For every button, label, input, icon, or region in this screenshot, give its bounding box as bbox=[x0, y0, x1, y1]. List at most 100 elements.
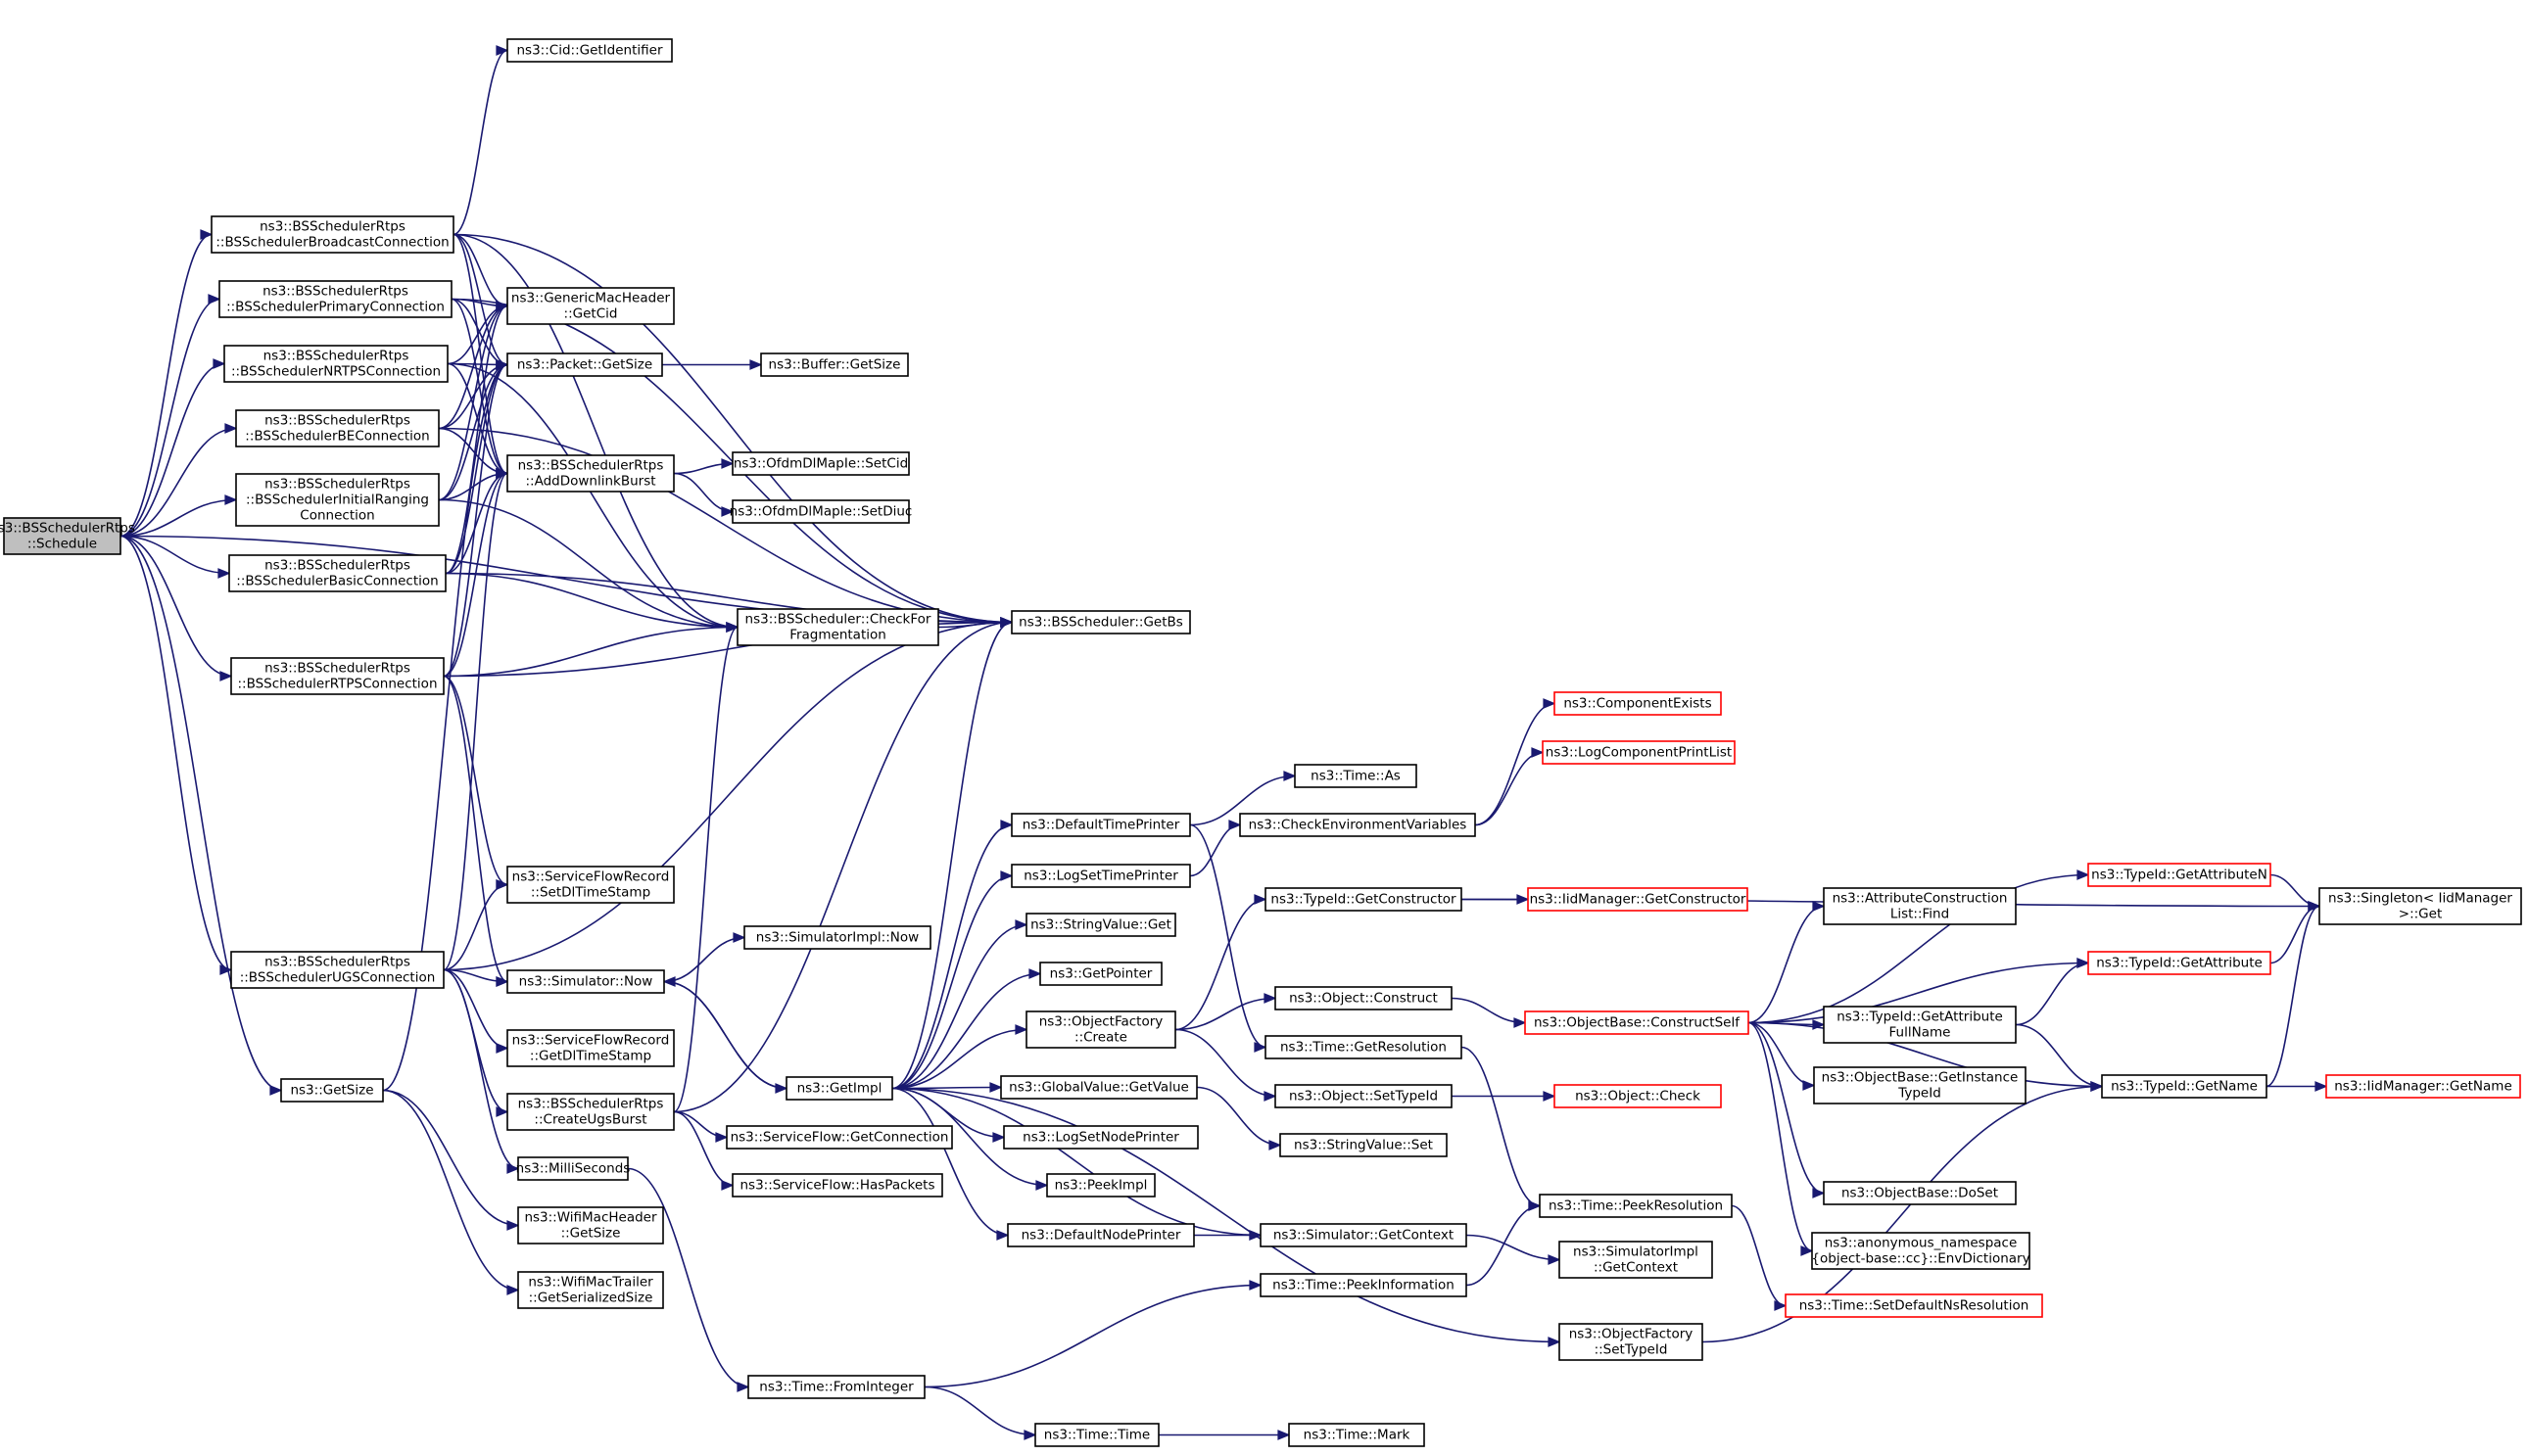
node-label-tidga-line-0: ns3::TypeId::GetAttribute bbox=[2096, 956, 2263, 971]
node-cid[interactable]: ns3::Cid::GetIdentifier bbox=[506, 38, 673, 63]
node-tgetres[interactable]: ns3::Time::GetResolution bbox=[1264, 1035, 1462, 1059]
node-cub[interactable]: ns3::BSSchedulerRtps::CreateUgsBurst bbox=[506, 1093, 675, 1131]
node-ofsettid[interactable]: ns3::ObjectFactory::SetTypeId bbox=[1558, 1323, 1703, 1361]
node-sfrget[interactable]: ns3::ServiceFlowRecord::GetDlTimeStamp bbox=[506, 1029, 675, 1067]
node-box-simgetctx bbox=[1260, 1223, 1467, 1247]
node-anonenv[interactable]: ns3::anonymous_namespace{object-base::cc… bbox=[1811, 1232, 2030, 1270]
node-box-obgit bbox=[1813, 1066, 2027, 1104]
node-schedule[interactable]: ns3::BSSchedulerRtps::Schedule bbox=[0, 517, 135, 555]
node-gmh[interactable]: ns3::GenericMacHeader::GetCid bbox=[506, 287, 675, 325]
node-simimplctx[interactable]: ns3::SimulatorImpl::GetContext bbox=[1558, 1241, 1713, 1279]
node-compexists[interactable]: ns3::ComponentExists bbox=[1553, 691, 1722, 716]
node-tpeekres[interactable]: ns3::Time::PeekResolution bbox=[1539, 1194, 1733, 1218]
edge-cub-to-sfhas bbox=[673, 1110, 734, 1187]
node-wmh[interactable]: ns3::WifiMacHeader::GetSize bbox=[517, 1206, 664, 1245]
arrowhead-getimpl-to-simnow bbox=[662, 976, 676, 987]
node-iidgn[interactable]: ns3::IidManager::GetName bbox=[2325, 1074, 2521, 1099]
node-obdoset[interactable]: ns3::ObjectBase::DoSet bbox=[1823, 1181, 2017, 1205]
node-tidgn[interactable]: ns3::TypeId::GetName bbox=[2101, 1074, 2267, 1099]
node-ir[interactable]: ns3::BSSchedulerRtps::BSSchedulerInitial… bbox=[235, 473, 440, 527]
node-simnow[interactable]: ns3::Simulator::Now bbox=[506, 969, 665, 994]
node-dtp[interactable]: ns3::DefaultTimePrinter bbox=[1011, 813, 1191, 837]
edge-rtps-to-pktsize bbox=[443, 363, 508, 678]
node-label-obdoset-line-0: ns3::ObjectBase::DoSet bbox=[1841, 1186, 1998, 1201]
node-label-ofcreate-line-0: ns3::ObjectFactory bbox=[1039, 1014, 1164, 1030]
node-tas[interactable]: ns3::Time::As bbox=[1294, 764, 1417, 788]
node-label-ofcreate-line-1: ::Create bbox=[1074, 1030, 1127, 1046]
node-adb[interactable]: ns3::BSSchedulerRtps::AddDownlinkBurst bbox=[506, 454, 675, 493]
node-box-tpeekinfo bbox=[1260, 1273, 1467, 1297]
node-ofcreate[interactable]: ns3::ObjectFactory::Create bbox=[1026, 1010, 1176, 1049]
edge-basic-to-adb bbox=[445, 472, 508, 575]
node-peekimpl[interactable]: ns3::PeekImpl bbox=[1046, 1173, 1156, 1198]
node-milli[interactable]: ns3::MilliSeconds bbox=[516, 1156, 631, 1181]
node-label-getimpl-line-0: ns3::GetImpl bbox=[797, 1081, 882, 1097]
node-sfgetconn[interactable]: ns3::ServiceFlow::GetConnection bbox=[726, 1125, 953, 1150]
edge-milli-to-fromint bbox=[627, 1167, 749, 1388]
node-tidga[interactable]: ns3::TypeId::GetAttribute bbox=[2087, 951, 2271, 975]
node-svset[interactable]: ns3::StringValue::Set bbox=[1279, 1133, 1448, 1157]
node-objconst[interactable]: ns3::Object::Construct bbox=[1274, 986, 1453, 1010]
arrowhead-ofsettid-to-tidgn bbox=[2090, 1081, 2104, 1092]
arrowhead-ofcreate-to-objsettid bbox=[1264, 1091, 1277, 1102]
node-pc[interactable]: ns3::BSSchedulerRtps::BSSchedulerPrimary… bbox=[218, 280, 453, 318]
node-objcheck[interactable]: ns3::Object::Check bbox=[1553, 1084, 1722, 1108]
node-cev[interactable]: ns3::CheckEnvironmentVariables bbox=[1239, 813, 1476, 837]
node-singleton[interactable]: ns3::Singleton< IidManager >::Get bbox=[2318, 887, 2522, 925]
node-be[interactable]: ns3::BSSchedulerRtps::BSSchedulerBEConne… bbox=[235, 409, 440, 447]
node-setcid[interactable]: ns3::OfdmDlMapIe::SetCid bbox=[732, 451, 910, 476]
edge-bc-to-adb bbox=[453, 233, 508, 475]
node-objsettid[interactable]: ns3::Object::SetTypeId bbox=[1274, 1084, 1453, 1108]
node-setdiuc[interactable]: ns3::OfdmDlMapIe::SetDiuc bbox=[730, 499, 913, 524]
node-basic[interactable]: ns3::BSSchedulerRtps::BSSchedulerBasicCo… bbox=[228, 554, 447, 592]
node-lcpl[interactable]: ns3::LogComponentPrintList bbox=[1542, 740, 1736, 765]
node-tidgc[interactable]: ns3::TypeId::GetConstructor bbox=[1264, 887, 1462, 912]
node-sfhas[interactable]: ns3::ServiceFlow::HasPackets bbox=[732, 1173, 943, 1198]
node-ttime[interactable]: ns3::Time::Time bbox=[1034, 1423, 1160, 1447]
node-label-rtps-line-1: ::BSSchedulerRTPSConnection bbox=[237, 677, 437, 692]
node-box-tgetres bbox=[1264, 1035, 1462, 1059]
node-label-peekimpl-line-0: ns3::PeekImpl bbox=[1055, 1178, 1148, 1194]
node-rtps[interactable]: ns3::BSSchedulerRtps::BSSchedulerRTPSCon… bbox=[230, 657, 445, 695]
node-getimpl[interactable]: ns3::GetImpl bbox=[786, 1076, 893, 1101]
node-wmt[interactable]: ns3::WifiMacTrailer::GetSerializedSize bbox=[517, 1271, 664, 1309]
edge-getimpl-to-getbs bbox=[891, 621, 1013, 1090]
node-getsize[interactable]: ns3::GetSize bbox=[280, 1078, 384, 1103]
arrowhead-obcs-to-obdoset bbox=[1812, 1188, 1826, 1198]
node-label-simnow-line-0: ns3::Simulator::Now bbox=[519, 974, 653, 990]
node-fromint[interactable]: ns3::Time::FromInteger bbox=[747, 1375, 926, 1399]
node-lsnp[interactable]: ns3::LogSetNodePrinter bbox=[1003, 1125, 1199, 1150]
node-bc[interactable]: ns3::BSSchedulerRtps::BSSchedulerBroadca… bbox=[211, 215, 454, 254]
node-gvget[interactable]: ns3::GlobalValue::GetValue bbox=[1000, 1075, 1198, 1100]
edge-cub-to-cff bbox=[673, 626, 739, 1113]
node-bufsize[interactable]: ns3::Buffer::GetSize bbox=[760, 352, 909, 377]
node-layer: ns3::BSSchedulerRtps::Schedulens3::BSSch… bbox=[0, 38, 2522, 1447]
node-label-tidgafn-line-1: FullName bbox=[1889, 1025, 1951, 1041]
node-getptr[interactable]: ns3::GetPointer bbox=[1039, 962, 1163, 986]
node-iidgc[interactable]: ns3::IidManager::GetConstructor bbox=[1527, 887, 1748, 912]
node-simgetctx[interactable]: ns3::Simulator::GetContext bbox=[1260, 1223, 1467, 1247]
node-lstp[interactable]: ns3::LogSetTimePrinter bbox=[1011, 864, 1191, 888]
arrowhead-dnp-to-simgetctx bbox=[1249, 1230, 1263, 1241]
node-ugs[interactable]: ns3::BSSchedulerRtps::BSSchedulerUGSConn… bbox=[230, 951, 445, 989]
node-obcs[interactable]: ns3::ObjectBase::ConstructSelf bbox=[1524, 1010, 1749, 1035]
node-tsetdef[interactable]: ns3::Time::SetDefaultNsResolution bbox=[1785, 1293, 2043, 1318]
edge-schedule-to-nrtps bbox=[119, 362, 225, 538]
node-tpeekinfo[interactable]: ns3::Time::PeekInformation bbox=[1260, 1273, 1467, 1297]
node-tmark[interactable]: ns3::Time::Mark bbox=[1288, 1423, 1425, 1447]
node-svget[interactable]: ns3::StringValue::Get bbox=[1026, 913, 1176, 937]
node-box-cub bbox=[506, 1093, 675, 1131]
node-tidgan[interactable]: ns3::TypeId::GetAttributeN bbox=[2087, 863, 2271, 887]
node-nrtps[interactable]: ns3::BSSchedulerRtps::BSSchedulerNRTPSCo… bbox=[223, 345, 449, 383]
node-simimplnow[interactable]: ns3::SimulatorImpl::Now bbox=[743, 925, 931, 950]
node-label-cub-line-0: ns3::BSSchedulerRtps bbox=[518, 1097, 664, 1112]
node-pktsize[interactable]: ns3::Packet::GetSize bbox=[506, 352, 663, 377]
node-label-schedule-line-0: ns3::BSSchedulerRtps bbox=[0, 521, 135, 537]
node-getbs[interactable]: ns3::BSScheduler::GetBs bbox=[1011, 610, 1191, 634]
node-sfrset[interactable]: ns3::ServiceFlowRecord::SetDlTimeStamp bbox=[506, 866, 675, 904]
node-dnp[interactable]: ns3::DefaultNodePrinter bbox=[1007, 1223, 1195, 1247]
